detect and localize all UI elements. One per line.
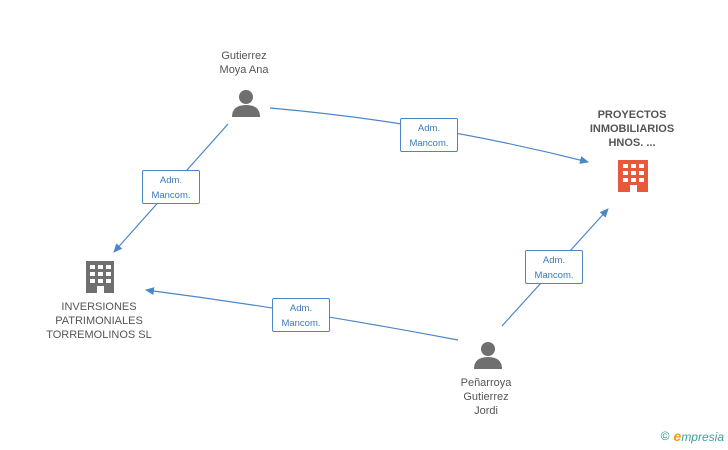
node-label-gutierrez-moya-ana[interactable]: Gutierrez Moya Ana bbox=[219, 50, 269, 76]
edge-role-line1: Adm. bbox=[542, 255, 566, 266]
edge-role-line1: Adm. bbox=[417, 123, 441, 134]
edge-label-top-to-right[interactable]: Adm. Mancom. bbox=[400, 118, 458, 152]
building-icon[interactable] bbox=[86, 261, 114, 293]
edge-role-line1: Adm. bbox=[289, 303, 313, 314]
edge-role-line2: Mancom. bbox=[534, 270, 574, 281]
node-label-penarroya-gutierrez-jordi[interactable]: Peñarroya Gutierrez Jordi bbox=[460, 377, 512, 417]
copyright-symbol: © bbox=[660, 429, 670, 443]
edge-label-bottom-to-left[interactable]: Adm. Mancom. bbox=[272, 298, 330, 332]
brand-logo-text: empresia bbox=[673, 428, 724, 444]
edge-label-bottom-to-right[interactable]: Adm. Mancom. bbox=[525, 250, 583, 284]
person-icon[interactable] bbox=[474, 342, 502, 369]
person-icon[interactable] bbox=[232, 90, 260, 117]
node-label-proyectos-inmobiliarios[interactable]: PROYECTOS INMOBILIARIOS HNOS. ... bbox=[589, 109, 675, 149]
edge-label-top-to-left[interactable]: Adm. Mancom. bbox=[142, 170, 200, 204]
empresia-brand: © empresia bbox=[661, 428, 724, 444]
node-label-inversiones-patrimoniales[interactable]: INVERSIONES PATRIMONIALES TORREMOLINOS S… bbox=[46, 301, 152, 341]
edge-role-line2: Mancom. bbox=[151, 190, 191, 201]
edge-role-line1: Adm. bbox=[159, 175, 183, 186]
edge-role-line2: Mancom. bbox=[409, 138, 449, 149]
building-icon[interactable] bbox=[618, 160, 648, 192]
edge-role-line2: Mancom. bbox=[281, 318, 321, 329]
